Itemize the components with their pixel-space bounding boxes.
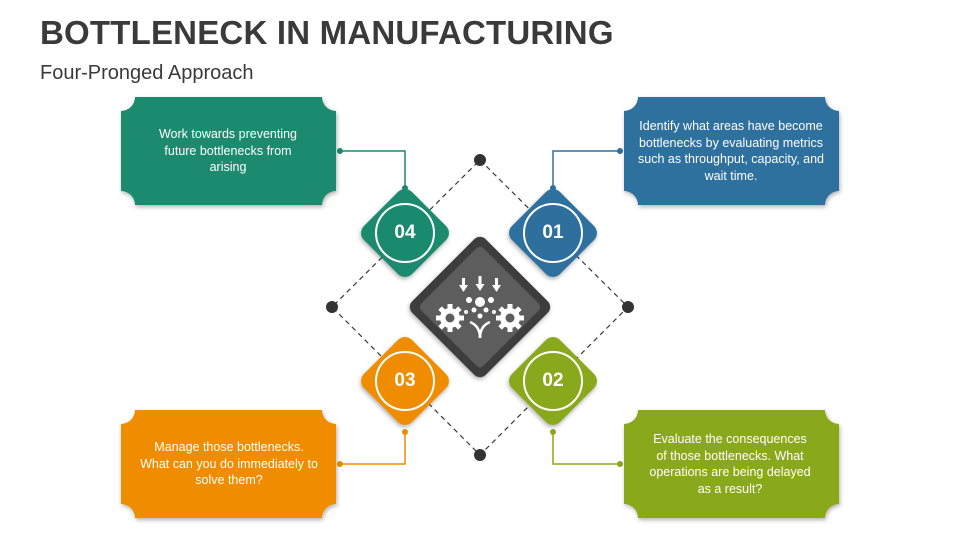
connector-dot-02b <box>550 429 556 435</box>
card-01-text: Identify what areas have become bottlene… <box>638 119 824 183</box>
dot-bottom <box>474 449 486 461</box>
card-04-shape <box>121 97 336 205</box>
dot-right <box>622 301 634 313</box>
card-02-shape <box>624 410 839 518</box>
connector-03 <box>340 432 406 465</box>
card-02-text: Evaluate the consequences of those bottl… <box>649 432 811 496</box>
connector-dot-03a <box>337 461 343 467</box>
gears-funnel-icon <box>436 276 524 339</box>
step-04-badge <box>361 189 449 277</box>
connector-dot-04a <box>337 148 343 154</box>
step-02-badge <box>509 337 597 425</box>
card-01-shape <box>624 97 839 205</box>
dot-top <box>474 154 486 166</box>
step-02-number: 02 <box>542 370 564 391</box>
connector-dot-01a <box>617 148 623 154</box>
connector-01 <box>552 150 620 188</box>
connector-04 <box>340 150 406 188</box>
card-04-text: Work towards preventing future bottlenec… <box>158 127 298 175</box>
connector-02 <box>552 432 620 465</box>
step-03-number: 03 <box>394 370 416 391</box>
dot-left <box>326 301 338 313</box>
page-subtitle: Four-Pronged Approach <box>40 62 254 84</box>
connector-dot-03b <box>402 429 408 435</box>
step-04-number: 04 <box>394 222 416 243</box>
step-01-badge <box>509 189 597 277</box>
card-03-shape <box>121 410 336 518</box>
page-title: BOTTLENECK IN MANUFACTURING <box>40 14 614 51</box>
step-03-badge <box>361 337 449 425</box>
step-01-number: 01 <box>542 222 564 243</box>
connector-dot-02a <box>617 461 623 467</box>
card-03-text: Manage those bottlenecks. What can you d… <box>140 440 318 488</box>
